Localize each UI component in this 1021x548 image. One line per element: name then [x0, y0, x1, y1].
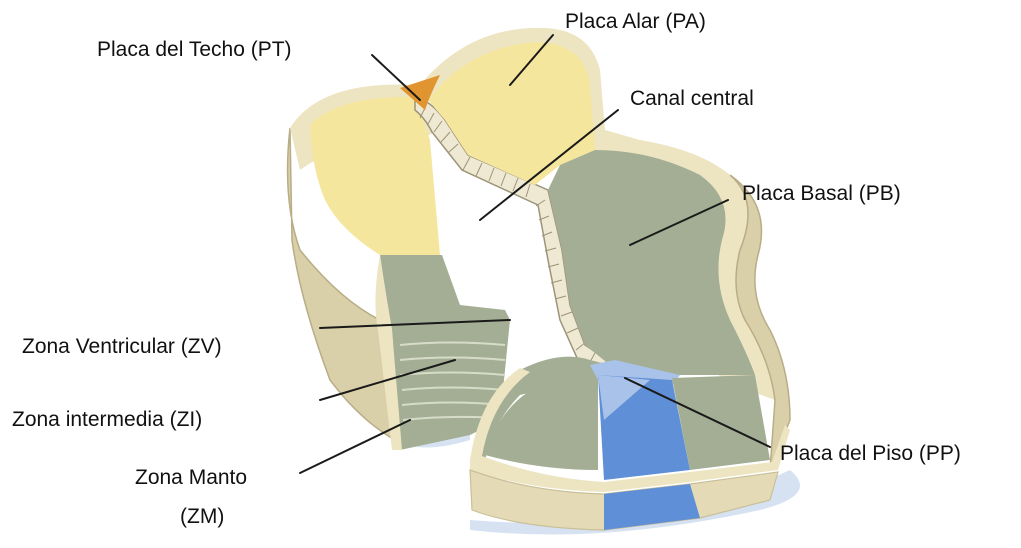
label-intermediate-zone: Zona intermedia (ZI) [12, 408, 202, 431]
label-central-canal: Canal central [630, 87, 754, 110]
label-basal-plate: Placa Basal (PB) [742, 182, 901, 205]
label-alar-plate: Placa Alar (PA) [565, 10, 706, 33]
label-mantle-zone-line1: Zona Manto [135, 466, 247, 489]
label-ventricular-zone: Zona Ventricular (ZV) [22, 335, 222, 358]
label-floor-plate: Placa del Piso (PP) [780, 442, 961, 465]
label-roof-plate: Placa del Techo (PT) [97, 38, 292, 61]
label-mantle-zone-line2: (ZM) [180, 505, 224, 528]
left-alar-face [310, 97, 440, 255]
